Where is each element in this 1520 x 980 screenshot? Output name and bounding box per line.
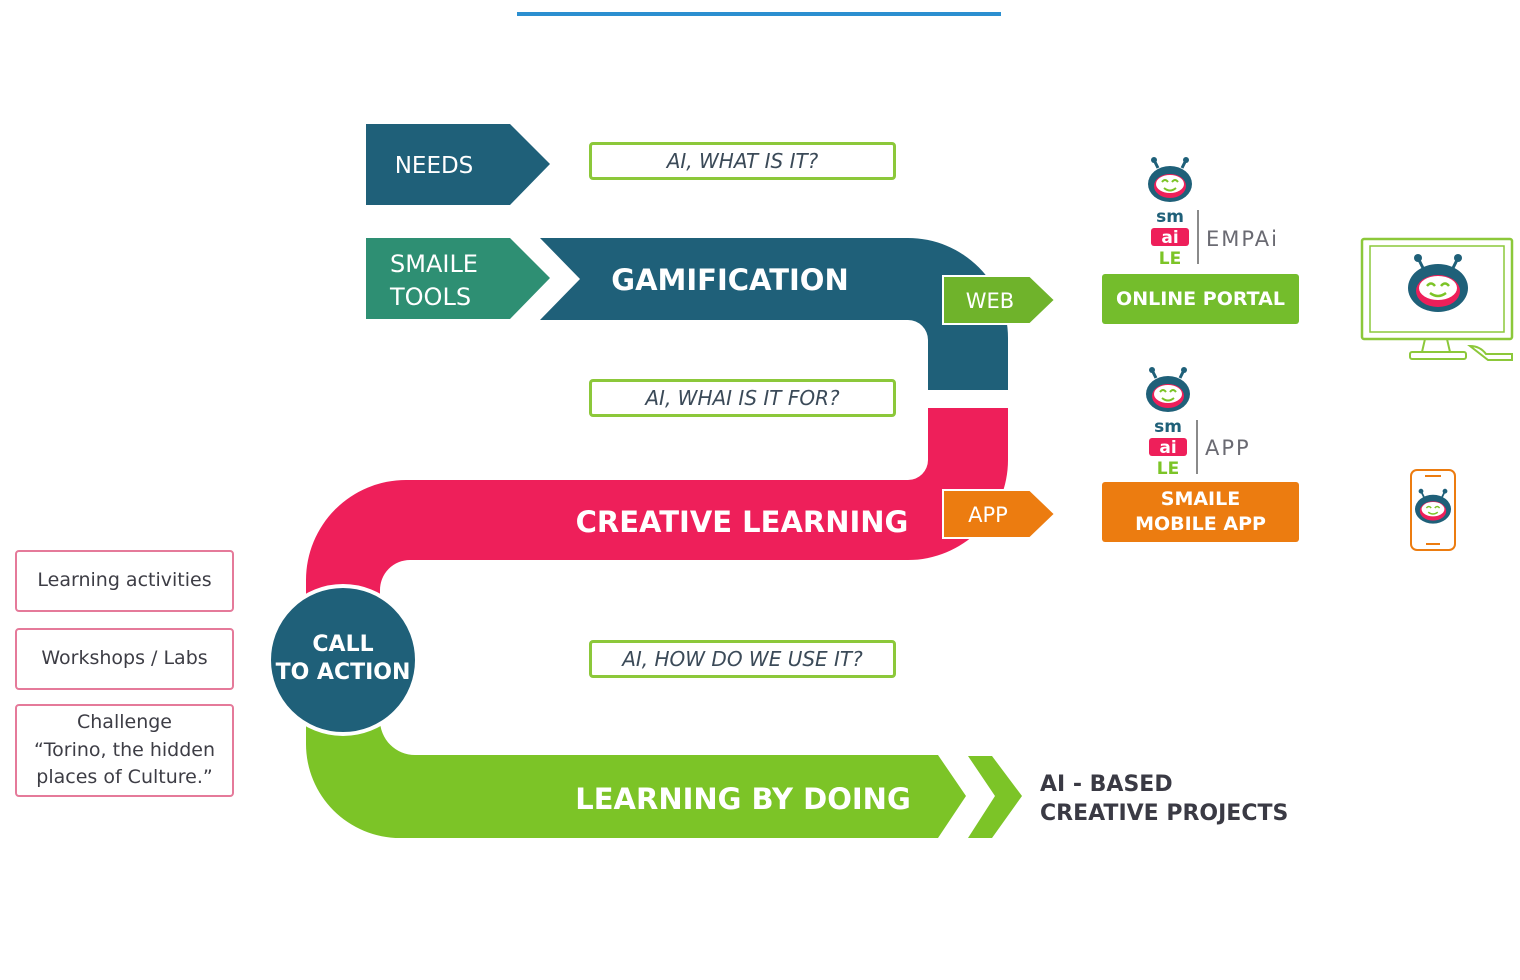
web-tag-label: WEB (966, 289, 1014, 313)
app-tag (942, 489, 1057, 539)
smaile-tools-label-2: TOOLS (389, 283, 471, 311)
learning-by-doing-band (306, 680, 966, 838)
question-what-is-it: AI, WHAT IS IT? (589, 142, 896, 180)
activity-learning-activities: Learning activities (15, 550, 234, 612)
projects-label-2: CREATIVE PROJECTS (1040, 801, 1288, 826)
logo1-ai-block (1151, 228, 1189, 246)
call-to-action-label-1: CALL (312, 632, 373, 657)
challenge-label-1: Challenge (77, 711, 172, 734)
activity-workshops-labs: Workshops / Labs (15, 628, 234, 690)
smartphone-icon (1410, 469, 1456, 551)
smaile-empai-logo: sm ai LE EMPAi (1148, 157, 1279, 269)
logo1-letters-ai: ai (1161, 228, 1178, 248)
robot-logo-icon (1146, 367, 1190, 412)
smaile-tools-label-1: SMAILE (390, 250, 478, 278)
activity-label: Learning activities (37, 569, 212, 592)
activity-challenge: Challenge “Torino, the hidden places of … (15, 704, 234, 797)
web-tag (942, 275, 1057, 325)
mobile-app-label-1: SMAILE (1160, 488, 1241, 511)
needs-label: NEEDS (395, 153, 474, 179)
online-portal-label: ONLINE PORTAL (1116, 287, 1285, 310)
logo2-letters-ai: ai (1159, 438, 1176, 458)
question-what-is-it-for: AI, WHAI IS IT FOR? (589, 379, 896, 417)
call-to-action-circle (267, 584, 419, 736)
logo1-letters-sm: sm (1156, 207, 1184, 227)
mobile-app-button[interactable]: SMAILE MOBILE APP (1102, 482, 1299, 542)
robot-logo-icon (1148, 157, 1192, 202)
smaile-app-logo: sm ai LE APP (1146, 367, 1251, 479)
mobile-app-label-2: MOBILE APP (1135, 513, 1266, 535)
logo2-letters-le: LE (1157, 459, 1179, 479)
projects-label-1: AI - BASED (1040, 772, 1173, 797)
gamification-band (540, 238, 1008, 390)
top-rule (517, 12, 1001, 16)
creative-learning-band (306, 408, 1008, 640)
activity-label: Workshops / Labs (41, 647, 208, 670)
logo1-letters-le: LE (1159, 249, 1181, 269)
challenge-label-2: “Torino, the hidden (33, 738, 216, 761)
desktop-computer-icon (1360, 237, 1514, 361)
call-to-action-label-2: TO ACTION (276, 660, 411, 685)
smaile-tools-chevron (366, 238, 550, 319)
question-how-do-we-use-it: AI, HOW DO WE USE IT? (589, 640, 896, 678)
logo2-suffix: APP (1205, 436, 1251, 460)
logo1-suffix: EMPAi (1206, 227, 1279, 251)
logo2-ai-block (1149, 438, 1187, 456)
challenge-label-3: places of Culture.” (36, 766, 213, 789)
learning-by-doing-arrowhead (968, 756, 1022, 838)
learning-by-doing-label: LEARNING BY DOING (575, 782, 911, 816)
app-tag-label: APP (968, 503, 1008, 527)
gamification-label: GAMIFICATION (611, 263, 848, 297)
creative-learning-label: CREATIVE LEARNING (576, 505, 909, 539)
logo2-letters-sm: sm (1154, 417, 1182, 437)
needs-chevron (366, 124, 550, 205)
online-portal-button[interactable]: ONLINE PORTAL (1102, 274, 1299, 324)
